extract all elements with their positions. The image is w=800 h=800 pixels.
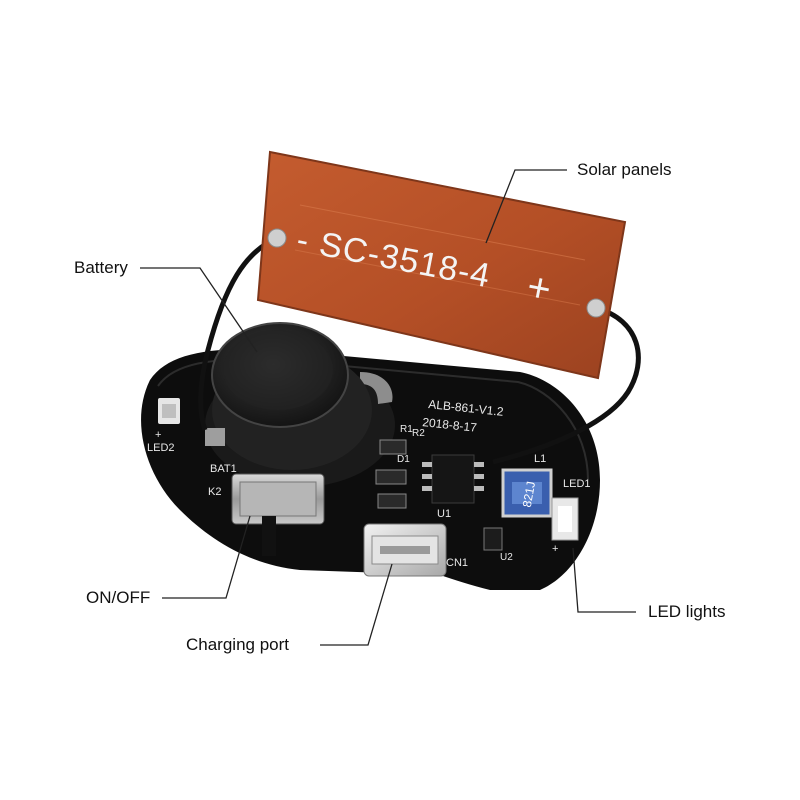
silk-u2: U2 xyxy=(500,552,513,563)
wire-right xyxy=(492,305,641,465)
battery xyxy=(205,322,395,487)
inductor-marking: 821J xyxy=(520,480,538,508)
u2-chip xyxy=(483,527,503,551)
wire-left xyxy=(198,235,279,431)
smd-part xyxy=(205,428,225,446)
callout-charging-port: Charging port xyxy=(186,635,290,654)
leader-led-lights xyxy=(572,547,636,613)
silk-led2: LED2 xyxy=(147,442,175,454)
on-off-switch xyxy=(231,473,325,556)
solder-pad-right xyxy=(586,298,606,318)
silk-d1: D1 xyxy=(397,454,410,465)
leader-lines xyxy=(140,169,636,646)
led2-component: LED2 + xyxy=(147,398,180,454)
silk-k2: K2 xyxy=(208,486,221,498)
solar-panel: - SC-3518-4 + xyxy=(256,150,627,380)
silk-u1: U1 xyxy=(437,508,451,520)
resistor-group: R1 R2 D1 xyxy=(375,424,425,509)
callout-battery: Battery xyxy=(74,258,128,277)
inductor-l1: 821J L1 xyxy=(501,453,553,518)
callout-on-off: ON/OFF xyxy=(86,588,151,607)
callout-solar-panels: Solar panels xyxy=(577,160,672,179)
solder-pad-left xyxy=(267,228,287,248)
silk-r1: R1 xyxy=(400,424,413,435)
callout-led-lights: LED lights xyxy=(648,602,726,621)
leader-charging-port xyxy=(320,563,393,646)
silk-cn1: CN1 xyxy=(446,557,468,569)
charging-port: CN1 xyxy=(363,523,468,577)
silk-r2: R2 xyxy=(412,428,425,439)
silk-led2-plus: + xyxy=(155,429,161,441)
u1-chip: U1 xyxy=(422,454,484,520)
leader-battery xyxy=(140,267,258,353)
leader-on-off xyxy=(162,515,251,599)
silk-l1: L1 xyxy=(534,453,546,465)
silk-date: 2018-8-17 xyxy=(422,415,478,435)
silk-led1: LED1 xyxy=(563,478,591,490)
silk-bat: BAT1 xyxy=(210,463,237,475)
leader-solar-panels xyxy=(485,169,567,244)
led1-component: LED1 + xyxy=(551,478,591,555)
silk-led1-plus: + xyxy=(552,543,558,555)
